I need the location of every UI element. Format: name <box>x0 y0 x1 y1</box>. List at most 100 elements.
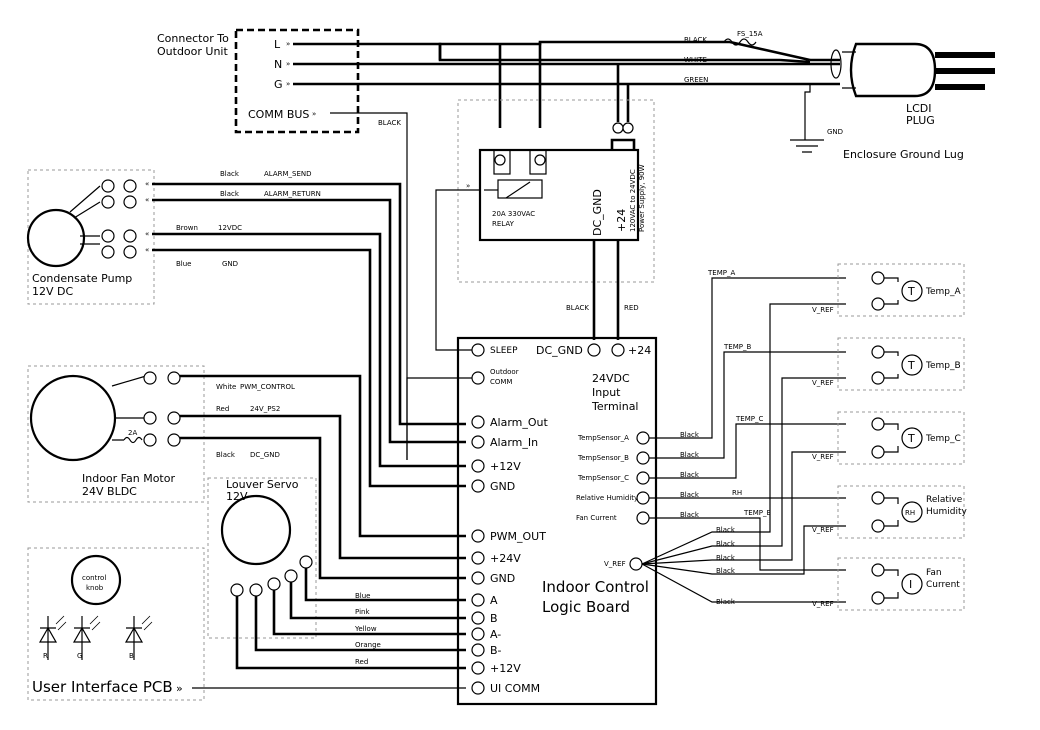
psu-wire-black: BLACK <box>566 304 589 312</box>
ground-lug-label: Enclosure Ground Lug <box>843 148 964 161</box>
control-knob <box>70 554 122 606</box>
led-r-label: R <box>43 652 48 660</box>
led-g-icon <box>72 615 101 660</box>
pump-wire-1-signal: ALARM_SEND <box>264 170 312 178</box>
relay-psu-enclosure: 20A 330VAC RELAY DC_GND +24 120VAC to 24… <box>435 99 655 351</box>
pump-wire-2-signal: ALARM_RETURN <box>264 190 321 198</box>
knob-label-1: control <box>82 574 106 582</box>
board-title-1: Indoor Control <box>542 578 649 596</box>
connector-pin-n: N <box>274 58 282 71</box>
pin-24v: +24V <box>490 552 521 565</box>
pump-label-1: Condensate Pump <box>32 272 132 285</box>
fan-wire-1-color: White <box>216 383 236 391</box>
sig-rh: RH <box>732 489 742 497</box>
connector-pin-g: G <box>274 78 283 91</box>
psu-dc-gnd: DC_GND <box>591 189 604 236</box>
temp-a-sym-text: T <box>907 285 915 298</box>
pin-b: B <box>490 612 498 625</box>
pump-wire-1-color: Black <box>220 170 240 178</box>
indoor-fan-motor: 2A Indoor Fan Motor 24V BLDC White PWM_C… <box>27 365 466 580</box>
svg-text:»: » <box>286 80 290 88</box>
fan-wire-3-color: Black <box>216 451 236 459</box>
pin-fan-current: Fan Current <box>576 514 617 522</box>
board-input-2: Input <box>592 386 621 399</box>
current-symbol <box>901 573 923 595</box>
sensor-fan-current: I Fan Current <box>837 557 965 611</box>
pump-wire-3-signal: 12VDC <box>218 224 242 232</box>
pin-rh: Relative Humidity <box>576 494 638 502</box>
board-input-1: 24VDC <box>592 372 630 385</box>
pin-12v-b: +12V <box>490 662 521 675</box>
fan-current-label-2: Current <box>926 580 960 590</box>
pin-pwm-out: PWM_OUT <box>490 530 546 543</box>
connector-pin-comm: COMM BUS <box>248 108 309 121</box>
mains-wiring: BLACK WHITE GREEN FS_15A GND Enclosure G… <box>293 30 964 460</box>
connector-title-1: Connector To <box>157 32 229 45</box>
condensate-pump: Condensate Pump 12V DC « « « « Black ALA… <box>26 169 466 488</box>
svg-text:»: » <box>286 60 290 68</box>
temp-a-label: Temp_A <box>925 287 961 297</box>
plug-label-2: PLUG <box>906 114 935 127</box>
pump-wire-3-color: Brown <box>176 224 198 232</box>
temp-b-sym-text: T <box>907 359 915 372</box>
temp-c-label: Temp_C <box>925 434 961 444</box>
psu-plus24: +24 <box>615 209 628 232</box>
sensor-humidity: RH Relative Humidity <box>837 485 967 539</box>
wire-black-label: BLACK <box>684 36 707 44</box>
sig-temp-b: TEMP_B <box>723 343 751 351</box>
vref-black-2: Black <box>716 540 736 548</box>
led-r-icon <box>38 615 67 660</box>
pin-outdoor: Outdoor <box>490 368 519 376</box>
psu-wire-red: RED <box>624 304 639 312</box>
pin-a: A <box>490 594 498 607</box>
vref-black-3: Black <box>716 554 736 562</box>
black-2: Black <box>680 451 700 459</box>
pin-comm: COMM <box>490 378 512 386</box>
svg-text:»: » <box>466 182 470 190</box>
black-5: Black <box>680 511 700 519</box>
temp-c-symbol <box>901 427 923 449</box>
ui-pcb-title: User Interface PCB <box>32 678 173 696</box>
board-title-2: Logic Board <box>542 598 630 616</box>
led-b-icon <box>124 615 153 660</box>
fuse-symbol <box>723 38 757 46</box>
pin-gnd-a: GND <box>490 480 515 493</box>
fuse-label: FS_15A <box>737 30 763 38</box>
indoor-control-logic-board: DC_GND +24 24VDC Input Terminal Indoor C… <box>406 336 658 706</box>
svg-text:«: « <box>145 230 149 238</box>
vref-d: V_REF <box>812 526 834 534</box>
vref-black-5: Black <box>716 598 736 606</box>
relay-label-1: 20A 330VAC <box>492 210 535 218</box>
outdoor-connector: Connector To Outdoor Unit L N G COMM BUS… <box>157 28 360 134</box>
vref-black-1: Black <box>716 526 736 534</box>
fan-wire-1-signal: PWM_CONTROL <box>240 383 295 391</box>
servo-wire-3: Yellow <box>354 625 377 633</box>
fan-fuse: 2A <box>128 429 137 437</box>
psu-label-2: Power Supply, 90W <box>638 164 646 232</box>
connector-pin-l: L <box>274 38 281 51</box>
sensor-temp-a: T Temp_A <box>837 263 965 317</box>
fan-label-1: Indoor Fan Motor <box>82 472 175 485</box>
svg-text:»: » <box>286 40 290 48</box>
pin-vref: V_REF <box>604 560 626 568</box>
black-3: Black <box>680 471 700 479</box>
sig-temp-e: TEMP_E <box>743 509 771 517</box>
temp-a-symbol <box>901 280 923 302</box>
rh-label-1: Relative <box>926 495 963 505</box>
black-1: Black <box>680 431 700 439</box>
wire-white-label: WHITE <box>684 56 707 64</box>
vref-e: V_REF <box>812 600 834 608</box>
svg-text:«: « <box>145 196 149 204</box>
pin-alarm-in: Alarm_In <box>490 436 538 449</box>
board-top-plus24: +24 <box>628 344 651 357</box>
pump-wire-4-color: Blue <box>176 260 192 268</box>
wire-green-label: GREEN <box>684 76 708 84</box>
vref-black-4: Black <box>716 567 736 575</box>
rh-label-2: Humidity <box>926 507 967 517</box>
connector-title-2: Outdoor Unit <box>157 45 228 58</box>
servo-wire-1: Blue <box>355 592 371 600</box>
louver-servo: Louver Servo 12V Blue Pink Yellow Orange… <box>207 477 466 670</box>
pin-a-minus: A- <box>490 628 501 641</box>
servo-wire-5: Red <box>355 658 368 666</box>
servo-wire-2: Pink <box>355 608 370 616</box>
